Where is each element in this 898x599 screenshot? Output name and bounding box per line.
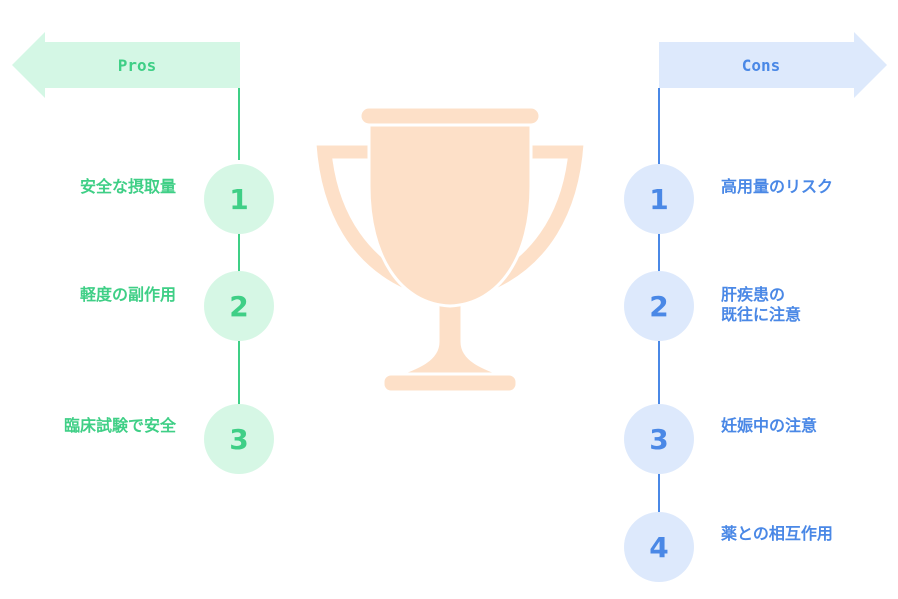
cons-label: Cons	[741, 56, 781, 75]
cons-item-2: 肝疾患の 既往に注意	[721, 285, 802, 324]
cons-item-1: 高用量のリスク	[721, 177, 834, 196]
pros-number-3: 3	[204, 404, 274, 474]
trophy-icon	[313, 106, 587, 394]
pros-label: Pros	[117, 56, 157, 75]
pros-item-2: 軽度の副作用	[79, 285, 176, 304]
pros-number-2: 2	[204, 271, 274, 341]
cons-connector	[658, 232, 660, 272]
cons-number-3: 3	[624, 404, 694, 474]
cons-number-2: 2	[624, 271, 694, 341]
cons-connector	[658, 88, 660, 164]
cons-number-4: 4	[624, 512, 694, 582]
cons-connector	[658, 472, 660, 512]
cons-arrow	[659, 32, 887, 98]
cons-connector	[658, 340, 660, 405]
pros-number-1: 1	[204, 164, 274, 234]
pros-connector	[238, 88, 240, 160]
cons-number-1: 1	[624, 164, 694, 234]
cons-item-3: 妊娠中の注意	[721, 416, 818, 435]
cons-item-4: 薬との相互作用	[721, 524, 833, 543]
pros-item-1: 安全な摂取量	[79, 177, 176, 196]
pros-arrow	[12, 32, 240, 98]
pros-connector	[238, 340, 240, 405]
pros-item-3: 臨床試験で安全	[63, 416, 176, 435]
pros-connector	[238, 232, 240, 272]
